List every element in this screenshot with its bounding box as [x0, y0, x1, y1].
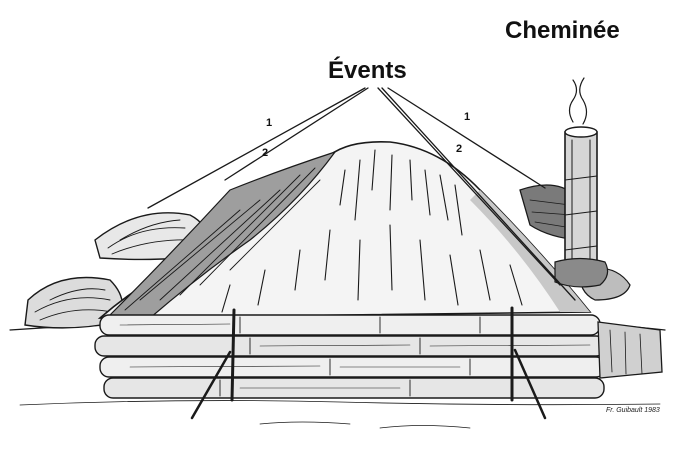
vent-number-upper-left: 1	[266, 117, 272, 129]
smoke-plumes	[570, 78, 587, 124]
vent-number-lower-right: 2	[456, 143, 462, 155]
vent-number-upper-right: 1	[464, 111, 470, 123]
vents-label: Évents	[328, 56, 407, 84]
right-board-platform	[598, 322, 662, 378]
vent-number-lower-left: 2	[262, 147, 268, 159]
log-retaining-wall	[95, 315, 605, 398]
artist-signature: Fr. Guibault 1983	[606, 407, 660, 414]
chimney-label: Cheminée	[505, 17, 620, 44]
